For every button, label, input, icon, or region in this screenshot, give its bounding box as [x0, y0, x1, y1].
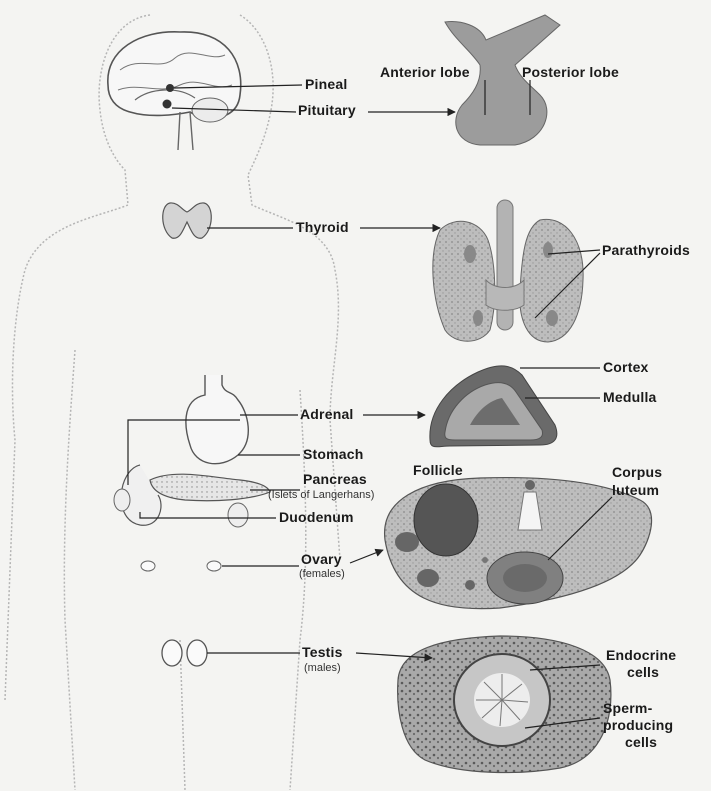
- thyroid-small-drawing: [163, 203, 212, 238]
- label-posterior-lobe: Posterior lobe: [522, 64, 619, 80]
- label-cortex: Cortex: [603, 359, 649, 375]
- thyroid-enlarged-drawing: [433, 200, 583, 342]
- label-pineal: Pineal: [305, 76, 347, 92]
- label-sperm-cells: cells: [625, 734, 657, 750]
- label-luteum: luteum: [612, 482, 659, 498]
- label-sperm-producing: producing: [603, 717, 673, 733]
- label-pituitary: Pituitary: [298, 102, 356, 118]
- label-medulla: Medulla: [603, 389, 657, 405]
- stomach-drawing: [186, 375, 248, 464]
- testes-small-drawing: [162, 640, 207, 666]
- label-pancreas-note: (Islets of Langerhans): [268, 489, 374, 501]
- adrenal-enlarged-drawing: [430, 366, 557, 447]
- brain-drawing: [108, 32, 241, 150]
- body-outline: [5, 15, 340, 790]
- label-sperm: Sperm-: [603, 700, 652, 716]
- label-stomach: Stomach: [303, 446, 364, 462]
- label-parathyroids: Parathyroids: [602, 242, 690, 258]
- label-pancreas: Pancreas: [303, 471, 367, 487]
- ovary-small-right: [207, 561, 221, 571]
- label-adrenal: Adrenal: [300, 406, 354, 422]
- label-thyroid: Thyroid: [296, 219, 349, 235]
- label-anterior-lobe: Anterior lobe: [380, 64, 470, 80]
- ovary-small-left: [141, 561, 155, 571]
- label-follicle: Follicle: [413, 462, 463, 478]
- label-endocrine: Endocrine: [606, 647, 676, 663]
- label-testis-note: (males): [304, 662, 341, 674]
- label-endocrine-cells: cells: [627, 664, 659, 680]
- pituitary-enlarged-drawing: [445, 15, 560, 145]
- pancreas-drawing: [150, 474, 270, 501]
- label-testis: Testis: [302, 644, 343, 660]
- label-corpus: Corpus: [612, 464, 662, 480]
- testis-enlarged-drawing: [398, 636, 611, 773]
- label-ovary: Ovary: [301, 551, 342, 567]
- label-ovary-note: (females): [299, 568, 345, 580]
- label-duodenum: Duodenum: [279, 509, 354, 525]
